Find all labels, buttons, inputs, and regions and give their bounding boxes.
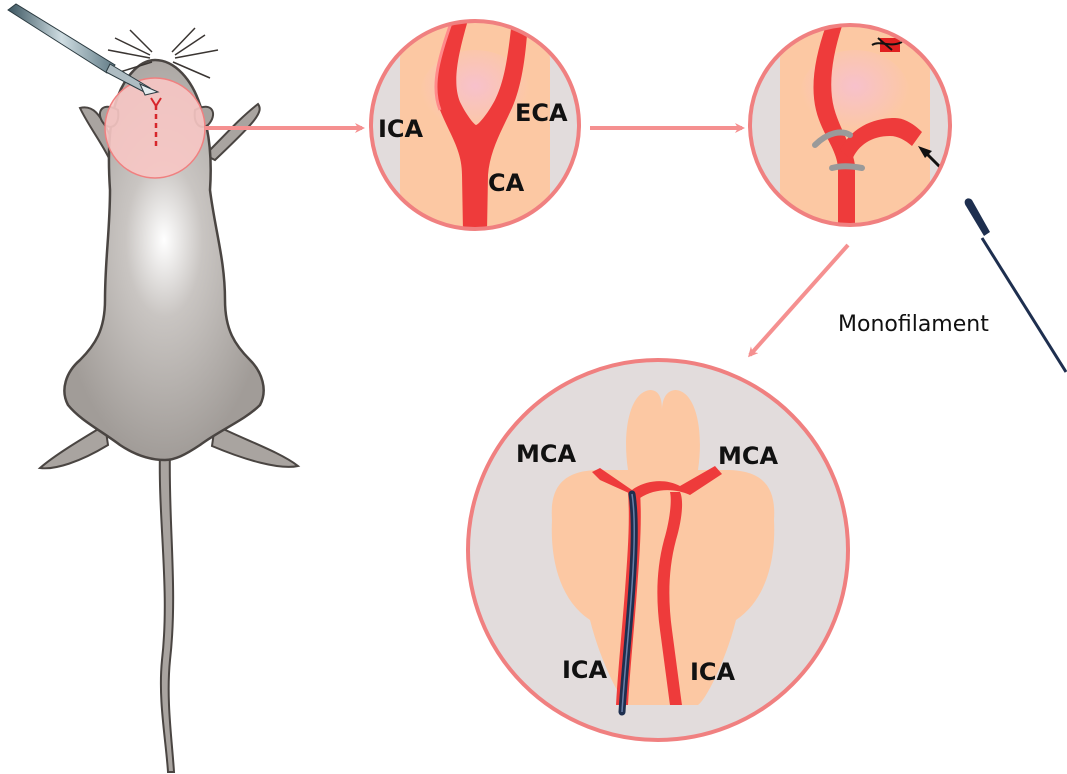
neck-arteries-panel: ICA ECA CA <box>371 20 579 232</box>
label-brain-mca-right: MCA <box>718 442 778 470</box>
label-brain-mca-left: MCA <box>516 440 576 468</box>
mouse-right-hind-paw <box>212 425 298 467</box>
brain-olfactory-bulbs <box>626 390 700 470</box>
monofilament-tip <box>965 198 990 236</box>
mouse-tail <box>160 450 174 772</box>
label-ca: CA <box>488 169 525 197</box>
monofilament-wire <box>982 238 1066 372</box>
ligation-panel <box>750 20 950 232</box>
label-eca: ECA <box>515 99 568 127</box>
mouse-left-hind-paw <box>40 425 108 468</box>
mouse-illustration <box>8 4 298 772</box>
arrow-ligation-to-brain <box>750 245 848 355</box>
suture-lower <box>832 166 862 168</box>
label-monofilament: Monofilament <box>838 312 989 337</box>
label-brain-ica-right: ICA <box>690 658 736 686</box>
label-brain-ica-left: ICA <box>562 656 608 684</box>
scalpel-icon <box>8 4 158 95</box>
label-ica: ICA <box>378 115 424 143</box>
brain-panel: MCA MCA ICA ICA <box>468 360 848 740</box>
